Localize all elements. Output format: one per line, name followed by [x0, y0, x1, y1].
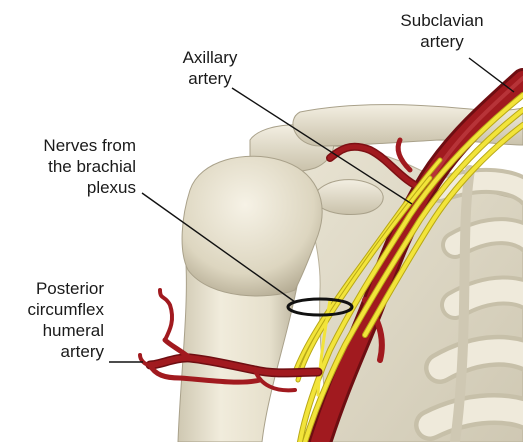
humeral-head: [182, 156, 322, 296]
coracoid-process: [318, 180, 383, 215]
label-line: artery: [397, 31, 487, 52]
label-posterior-circumflex-humeral-artery: Posterior circumflex humeral artery: [4, 278, 104, 362]
label-line: circumflex: [4, 299, 104, 320]
label-line: plexus: [4, 177, 136, 198]
label-line: Subclavian: [397, 10, 487, 31]
label-line: Posterior: [4, 278, 104, 299]
label-subclavian-artery: Subclavian artery: [397, 10, 487, 52]
label-brachial-plexus-nerves: Nerves from the brachial plexus: [4, 135, 136, 198]
label-line: artery: [4, 341, 104, 362]
label-line: Nerves from: [4, 135, 136, 156]
label-axillary-artery: Axillary artery: [170, 47, 250, 89]
label-line: artery: [170, 68, 250, 89]
label-line: the brachial: [4, 156, 136, 177]
label-line: Axillary: [170, 47, 250, 68]
leader-subclavian: [469, 58, 514, 92]
label-line: humeral: [4, 320, 104, 341]
